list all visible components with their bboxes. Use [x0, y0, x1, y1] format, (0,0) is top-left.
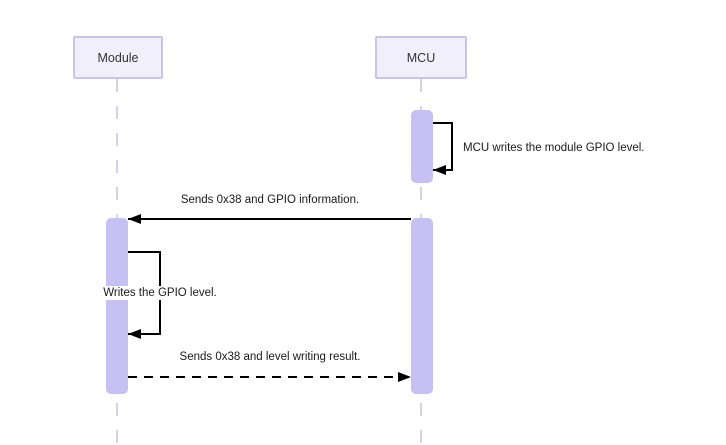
actor-label-module: Module: [97, 50, 139, 65]
activation-bar-mcu-2: [411, 218, 433, 394]
self-message-label-module: Writes the GPIO level.: [100, 286, 220, 300]
actor-label-mcu: MCU: [406, 50, 436, 65]
self-message-label-mcu: MCU writes the module GPIO level.: [460, 141, 648, 155]
actor-box-module: Module: [73, 36, 163, 79]
self-message-arrow-mcu: [433, 122, 453, 175]
message-label-send-write-result: Sends 0x38 and level writing result.: [176, 350, 364, 364]
actor-box-mcu: MCU: [375, 36, 467, 79]
activation-bar-module: [106, 218, 128, 394]
message-label-send-gpio-info: Sends 0x38 and GPIO information.: [177, 193, 363, 207]
activation-bar-mcu-1: [411, 110, 433, 183]
